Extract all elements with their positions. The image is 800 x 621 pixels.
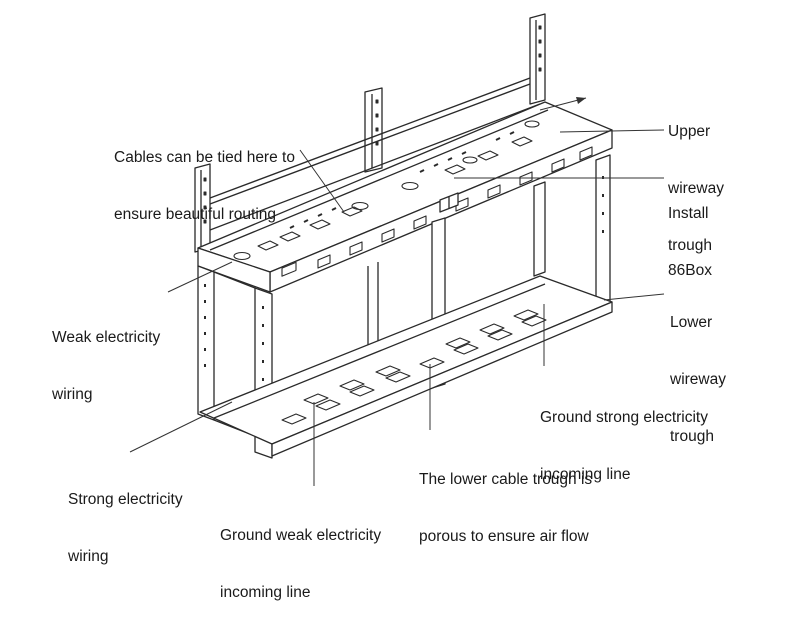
cable-rack-diagram [129,13,665,486]
rear-post-right [529,13,546,105]
rear-post-middle [364,87,383,173]
callout-lower-trough: Lower wireway trough [670,314,726,445]
leader-cables-tied [299,149,345,213]
callout-ground-weak: Ground weak electricity incoming line [220,527,382,601]
leader-upper-trough [559,129,665,133]
callout-lower-porous: The lower cable trough is porous to ensu… [419,471,593,545]
callout-ground-strong: Ground strong electricity incoming line [540,409,708,483]
callout-upper-trough: Upper wireway trough [668,123,724,254]
leader-lower-trough [603,293,665,301]
inner-posts [367,262,379,348]
leader-strong-wiring [129,401,233,453]
rear-rail [209,77,541,231]
cable-tie-points [289,131,515,229]
callout-cables-tied: Cables can be tied here to ensure beauti… [114,149,295,223]
callout-weak-wiring: Weak electricity wiring [52,329,161,403]
lower-wireway-trough [199,275,613,457]
post-holes [203,25,542,224]
box-86 [439,192,459,213]
callout-install-86box: Install 86Box [668,205,712,279]
lower-trough-perforations [281,309,547,425]
leader-weak-wiring [167,261,233,293]
upper-arrow-head [576,97,586,104]
upper-deck-cutouts [233,120,540,261]
callout-strong-wiring: Strong electricity wiring [68,491,183,565]
upper-front-slots [281,146,593,277]
